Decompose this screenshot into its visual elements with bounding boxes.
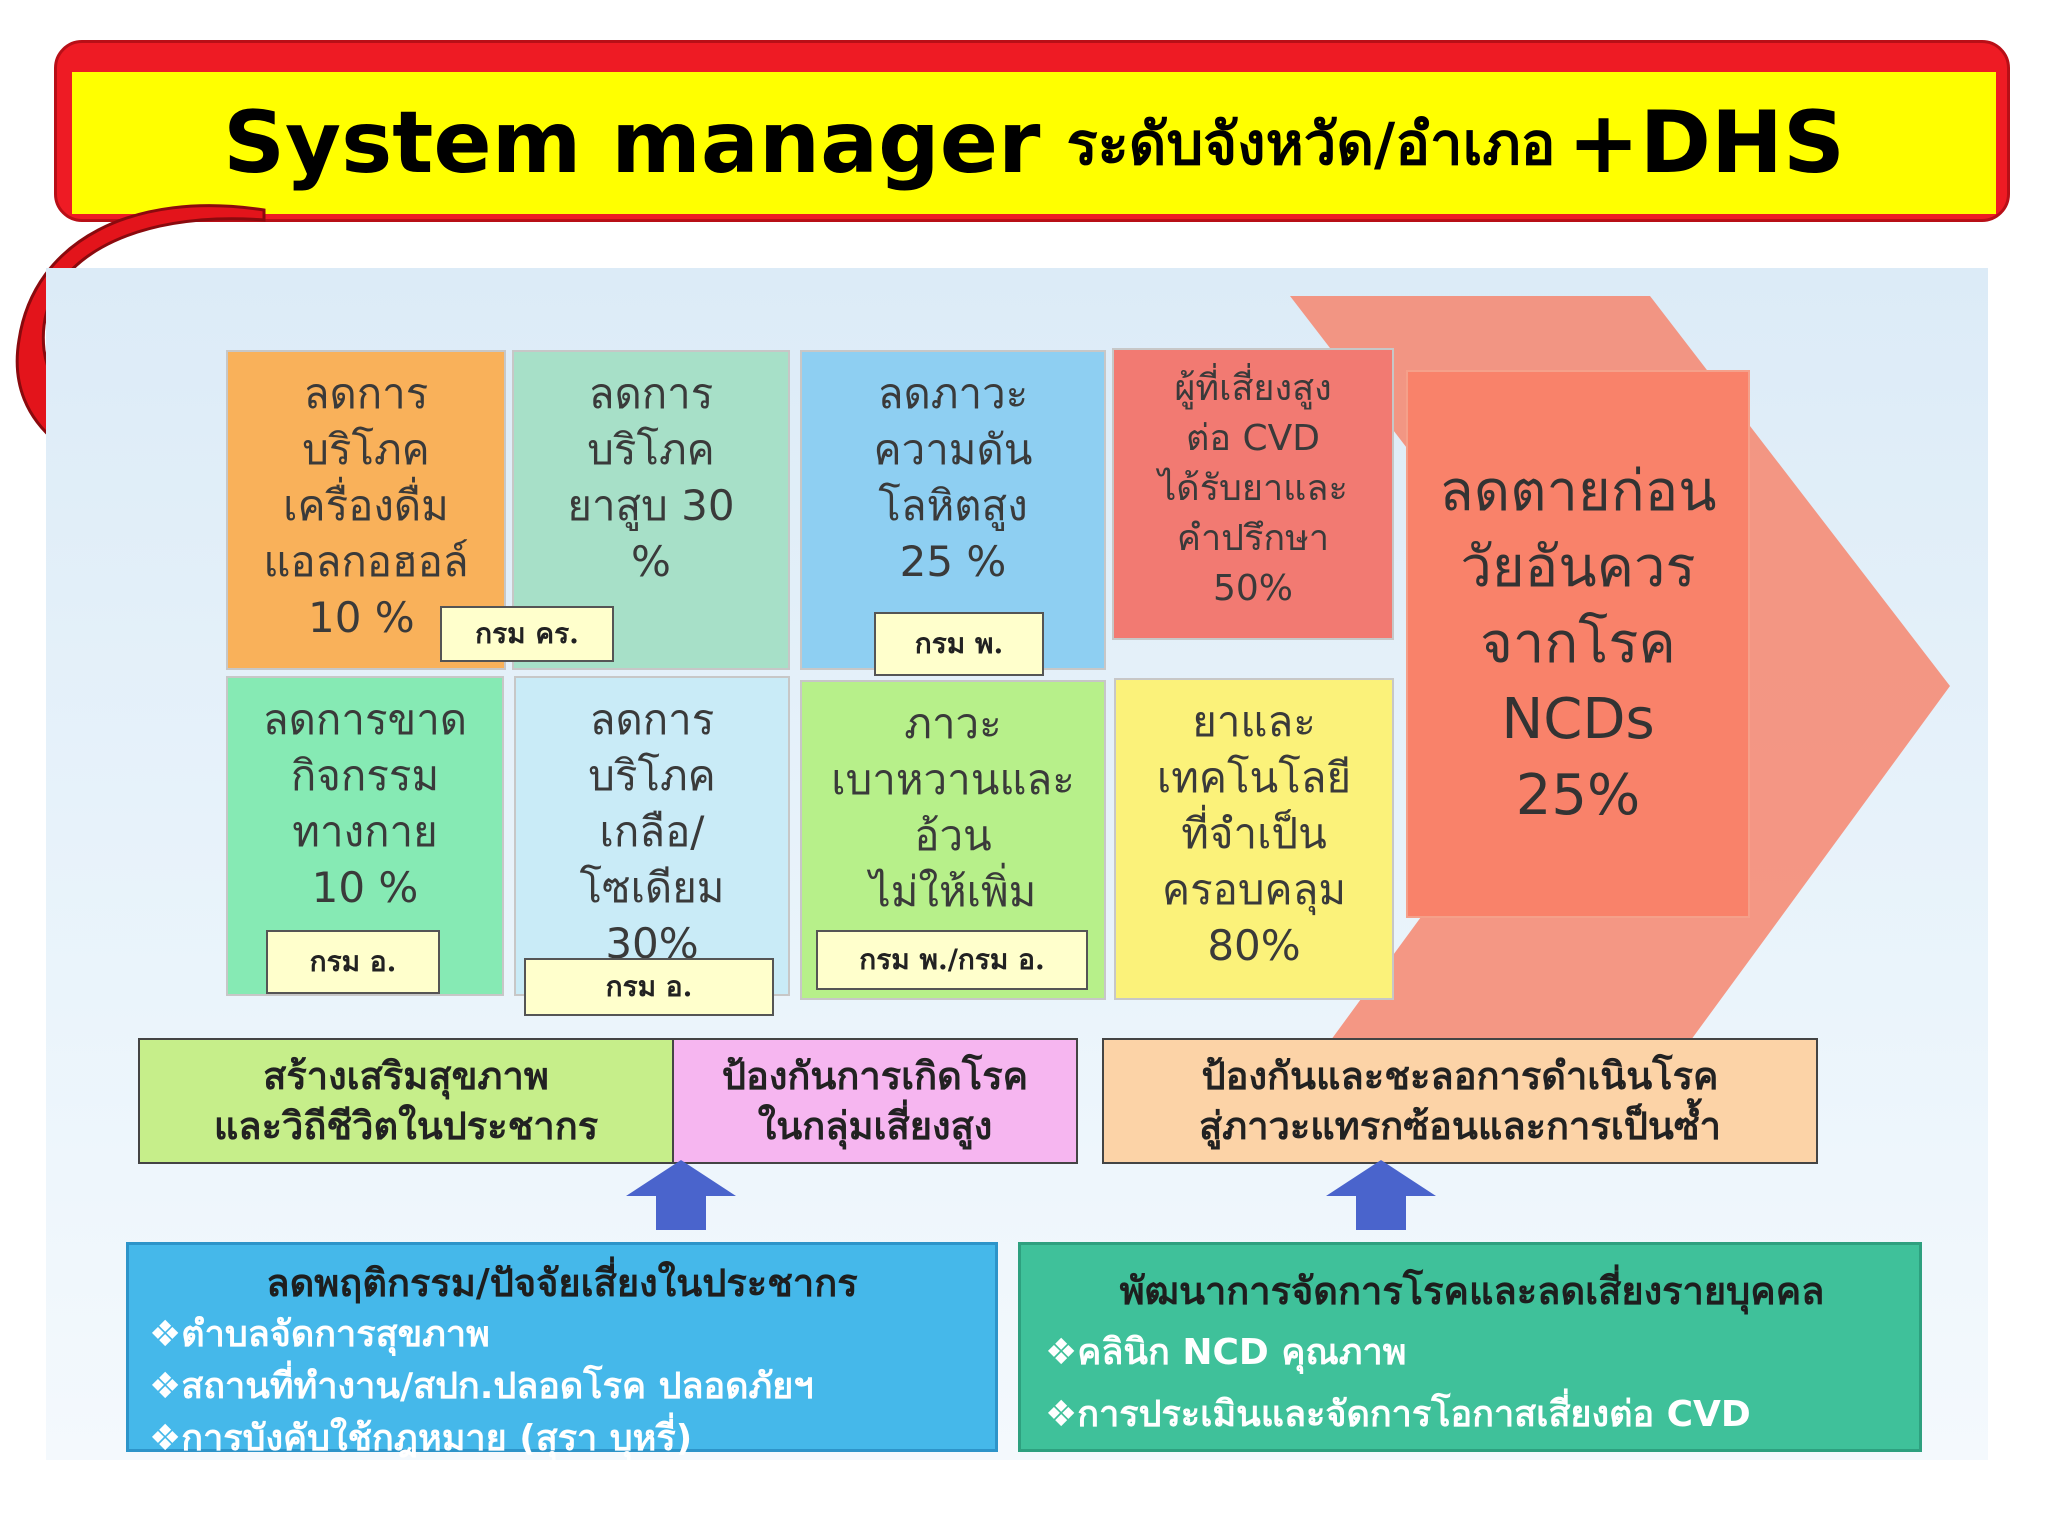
tile-cvd: ผู้ที่เสี่ยงสูง ต่อ CVD ได้รับยาและ คำปร…	[1112, 348, 1394, 640]
bottom-right-heading: พัฒนาการจัดการโรคและลดเสี่ยงรายบุคคล	[1119, 1269, 1825, 1313]
bottom-left-heading: ลดพฤติกรรม/ปัจจัยเสี่ยงในประชากร	[266, 1261, 858, 1305]
up-arrow-icon	[1326, 1160, 1436, 1230]
title-thai: ระดับจังหวัด/อำเภอ	[1066, 109, 1556, 178]
list-item: ❖สถานที่ทำงาน/สปก.ปลอดโรค ปลอดภัยฯ	[149, 1366, 814, 1407]
title-box: System manager ระดับจังหวัด/อำเภอ +DHS	[72, 72, 1996, 214]
title-suffix: +DHS	[1567, 93, 1845, 193]
dept-label-por: กรม พ.	[874, 612, 1044, 676]
list-item: ❖การบังคับใช้กฎหมาย (สุรา บุหรี่)	[149, 1418, 693, 1459]
bottom-right-box: พัฒนาการจัดการโรคและลดเสี่ยงรายบุคคล ❖คล…	[1018, 1242, 1922, 1452]
dept-label-por-or: กรม พ./กรม อ.	[816, 930, 1088, 990]
list-item: ❖คลินิก NCD คุณภาพ	[1045, 1332, 1407, 1373]
tile-salt: ลดการ บริโภค เกลือ/ โซเดียม 30%	[514, 676, 790, 996]
dept-label-or-1: กรม อ.	[266, 930, 440, 994]
band-health-promotion: สร้างเสริมสุขภาพ และวิถีชีวิตในประชากร	[138, 1038, 674, 1164]
band-complication-prevention: ป้องกันและชะลอการดำเนินโรค สู่ภาวะแทรกซ้…	[1102, 1038, 1818, 1164]
bottom-left-box: ลดพฤติกรรม/ปัจจัยเสี่ยงในประชากร ❖ตำบลจั…	[126, 1242, 998, 1459]
tile-medicine: ยาและ เทคโนโลยี ที่จำเป็น ครอบคลุม 80%	[1114, 678, 1394, 1000]
list-item: ❖ตำบลจัดการสุขภาพ	[149, 1314, 490, 1355]
title-english: System manager	[223, 93, 1041, 193]
dept-label-kor: กรม คร.	[440, 606, 614, 662]
up-arrow-icon	[626, 1160, 736, 1230]
dept-label-or-2: กรม อ.	[524, 958, 774, 1016]
band-high-risk-prevention: ป้องกันการเกิดโรค ในกลุ่มเสี่ยงสูง	[672, 1038, 1078, 1164]
goal-box: ลดตายก่อน วัยอันควร จากโรค NCDs 25%	[1406, 370, 1750, 918]
list-item: ❖การประเมินและจัดการโอกาสเสี่ยงต่อ CVD	[1045, 1394, 1751, 1435]
